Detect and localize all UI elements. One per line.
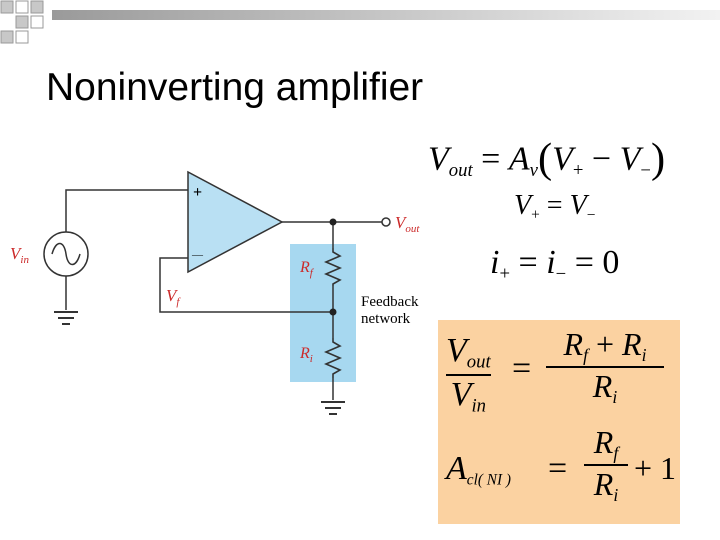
rf-label: Rf <box>299 259 315 279</box>
resistor-rf <box>323 248 343 286</box>
gain2-equals: = <box>548 450 568 487</box>
vout-label: Vout <box>395 213 420 235</box>
opamp-minus-sign: — <box>191 249 204 261</box>
resistor-ri <box>323 338 343 378</box>
feedback-label-line2: network <box>361 311 411 327</box>
gain1-equals: = <box>512 350 532 387</box>
ground-symbol-network <box>321 401 345 415</box>
output-terminal <box>381 217 391 227</box>
feedback-network-label: Feedback network <box>361 294 418 328</box>
sine-icon <box>51 242 81 266</box>
ground-symbol-source <box>54 311 78 325</box>
gain1-lhs-fraction: Vout Vin <box>446 332 491 417</box>
gain1-rhs-fraction: Rf + Ri Ri <box>546 326 664 408</box>
vf-label: Vf <box>166 286 181 308</box>
wire-input <box>65 189 188 232</box>
feedback-node <box>329 308 337 316</box>
gain2-fraction: Rf Ri <box>584 424 628 506</box>
output-node <box>329 218 337 226</box>
gain-equations-box: Vout Vin = Rf + Ri Ri Acl( NI ) = Rf Ri … <box>438 320 680 524</box>
feedback-network-box <box>290 244 356 382</box>
wire-feedback <box>159 257 333 313</box>
equation-vplus-vminus: V+ = V− <box>514 190 596 224</box>
gain2-lhs: Acl( NI ) <box>446 450 511 489</box>
slide-title: Noninverting amplifier <box>46 66 424 109</box>
feedback-label-line1: Feedback <box>361 294 419 310</box>
corner-decoration <box>0 0 44 44</box>
opamp-symbol <box>187 170 284 274</box>
vin-label: Vin <box>10 244 29 266</box>
top-accent-bar <box>52 10 720 20</box>
opamp-plus-sign: + <box>193 184 202 201</box>
equation-vout: Vout = Av(V+ − V−) <box>428 135 666 182</box>
ri-label: Ri <box>299 345 313 365</box>
equation-currents: i+ = i− = 0 <box>490 244 620 285</box>
gain2-plus-one: + 1 <box>634 450 677 486</box>
